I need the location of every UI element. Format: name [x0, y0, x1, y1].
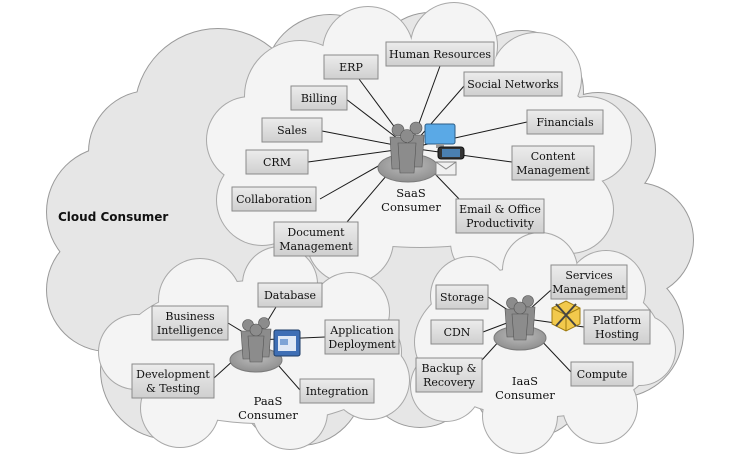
paas-services: Database Business Intelligence Applicati…	[131, 282, 400, 404]
tools-cube-icon	[551, 300, 581, 332]
svg-text:CRM: CRM	[263, 156, 291, 169]
svg-text:Storage: Storage	[440, 291, 484, 304]
service-box-application-deployment: Application Deployment	[324, 319, 400, 355]
svg-text:Compute: Compute	[577, 368, 628, 381]
svg-text:Management: Management	[552, 283, 626, 296]
saas-consumer-label: SaaS	[396, 186, 426, 200]
service-box-financials: Financials	[526, 109, 604, 135]
saas-consumer-sublabel: Consumer	[381, 200, 441, 214]
service-box-services-management: Services Management	[550, 264, 628, 300]
service-box-integration: Integration	[299, 378, 375, 404]
svg-text:Social Networks: Social Networks	[467, 78, 559, 91]
svg-text:Development: Development	[136, 368, 210, 381]
svg-text:Billing: Billing	[301, 92, 337, 105]
service-box-erp: ERP	[323, 54, 379, 80]
svg-text:CDN: CDN	[444, 326, 471, 339]
iaas-consumer-label: IaaS	[512, 374, 538, 388]
svg-text:Recovery: Recovery	[423, 376, 476, 389]
smartphone-icon	[437, 146, 465, 160]
svg-text:Hosting: Hosting	[595, 328, 639, 341]
service-box-crm: CRM	[245, 149, 309, 175]
service-box-human-resources: Human Resources	[385, 41, 495, 67]
paas-consumer-sublabel: Consumer	[238, 408, 298, 422]
svg-text:Content: Content	[531, 150, 576, 163]
svg-text:Sales: Sales	[277, 124, 307, 137]
service-box-platform-hosting: Platform Hosting	[583, 309, 651, 345]
svg-text:Backup &: Backup &	[422, 362, 477, 375]
service-box-email-office: Email & Office Productivity	[455, 198, 545, 234]
svg-text:Deployment: Deployment	[328, 338, 396, 351]
svg-text:Human Resources: Human Resources	[389, 48, 491, 61]
service-box-social-networks: Social Networks	[463, 71, 563, 97]
paas-consumer-label: PaaS	[254, 394, 283, 408]
service-box-database: Database	[257, 282, 323, 308]
user-group-icon	[504, 295, 536, 341]
paas-consumer: PaaS Consumer	[229, 317, 301, 422]
svg-text:Integration: Integration	[306, 385, 369, 398]
svg-text:Financials: Financials	[536, 116, 594, 129]
service-box-billing: Billing	[290, 85, 348, 111]
service-box-backup-recovery: Backup & Recovery	[415, 357, 483, 393]
iaas-services: Storage Services Management CDN Platform…	[415, 264, 651, 393]
service-box-collaboration: Collaboration	[231, 186, 317, 212]
service-box-business-intelligence: Business Intelligence	[151, 305, 229, 341]
svg-text:Database: Database	[264, 289, 316, 302]
service-box-storage: Storage	[435, 284, 489, 310]
svg-text:Management: Management	[516, 164, 590, 177]
svg-text:Email & Office: Email & Office	[459, 203, 541, 216]
iaas-consumer: IaaS Consumer	[493, 295, 581, 402]
user-group-icon	[240, 317, 272, 363]
user-group-icon	[389, 121, 425, 174]
svg-text:Management: Management	[279, 240, 353, 253]
svg-text:ERP: ERP	[339, 61, 363, 74]
service-box-cdn: CDN	[430, 319, 484, 345]
envelope-icon	[435, 161, 457, 176]
service-box-sales: Sales	[261, 117, 323, 143]
application-window-icon	[273, 329, 301, 357]
svg-text:Business: Business	[165, 310, 215, 323]
monitor-icon	[424, 123, 456, 148]
cloud-consumer-label: Cloud Consumer	[58, 210, 168, 224]
iaas-consumer-sublabel: Consumer	[495, 388, 555, 402]
svg-text:Collaboration: Collaboration	[236, 193, 312, 206]
svg-text:& Testing: & Testing	[146, 382, 200, 395]
service-box-content-management: Content Management	[511, 145, 595, 181]
saas-services: ERP Human Resources Billing Social Netwo…	[231, 41, 604, 257]
svg-text:Services: Services	[565, 269, 613, 282]
service-box-document-management: Document Management	[273, 221, 359, 257]
svg-text:Platform: Platform	[593, 314, 642, 327]
svg-text:Document: Document	[287, 226, 345, 239]
svg-text:Productivity: Productivity	[466, 217, 535, 230]
svg-text:Intelligence: Intelligence	[157, 324, 223, 337]
service-box-development-testing: Development & Testing	[131, 363, 215, 399]
saas-consumer: SaaS Consumer	[377, 121, 465, 214]
service-box-compute: Compute	[570, 361, 634, 387]
svg-text:Application: Application	[329, 324, 393, 337]
